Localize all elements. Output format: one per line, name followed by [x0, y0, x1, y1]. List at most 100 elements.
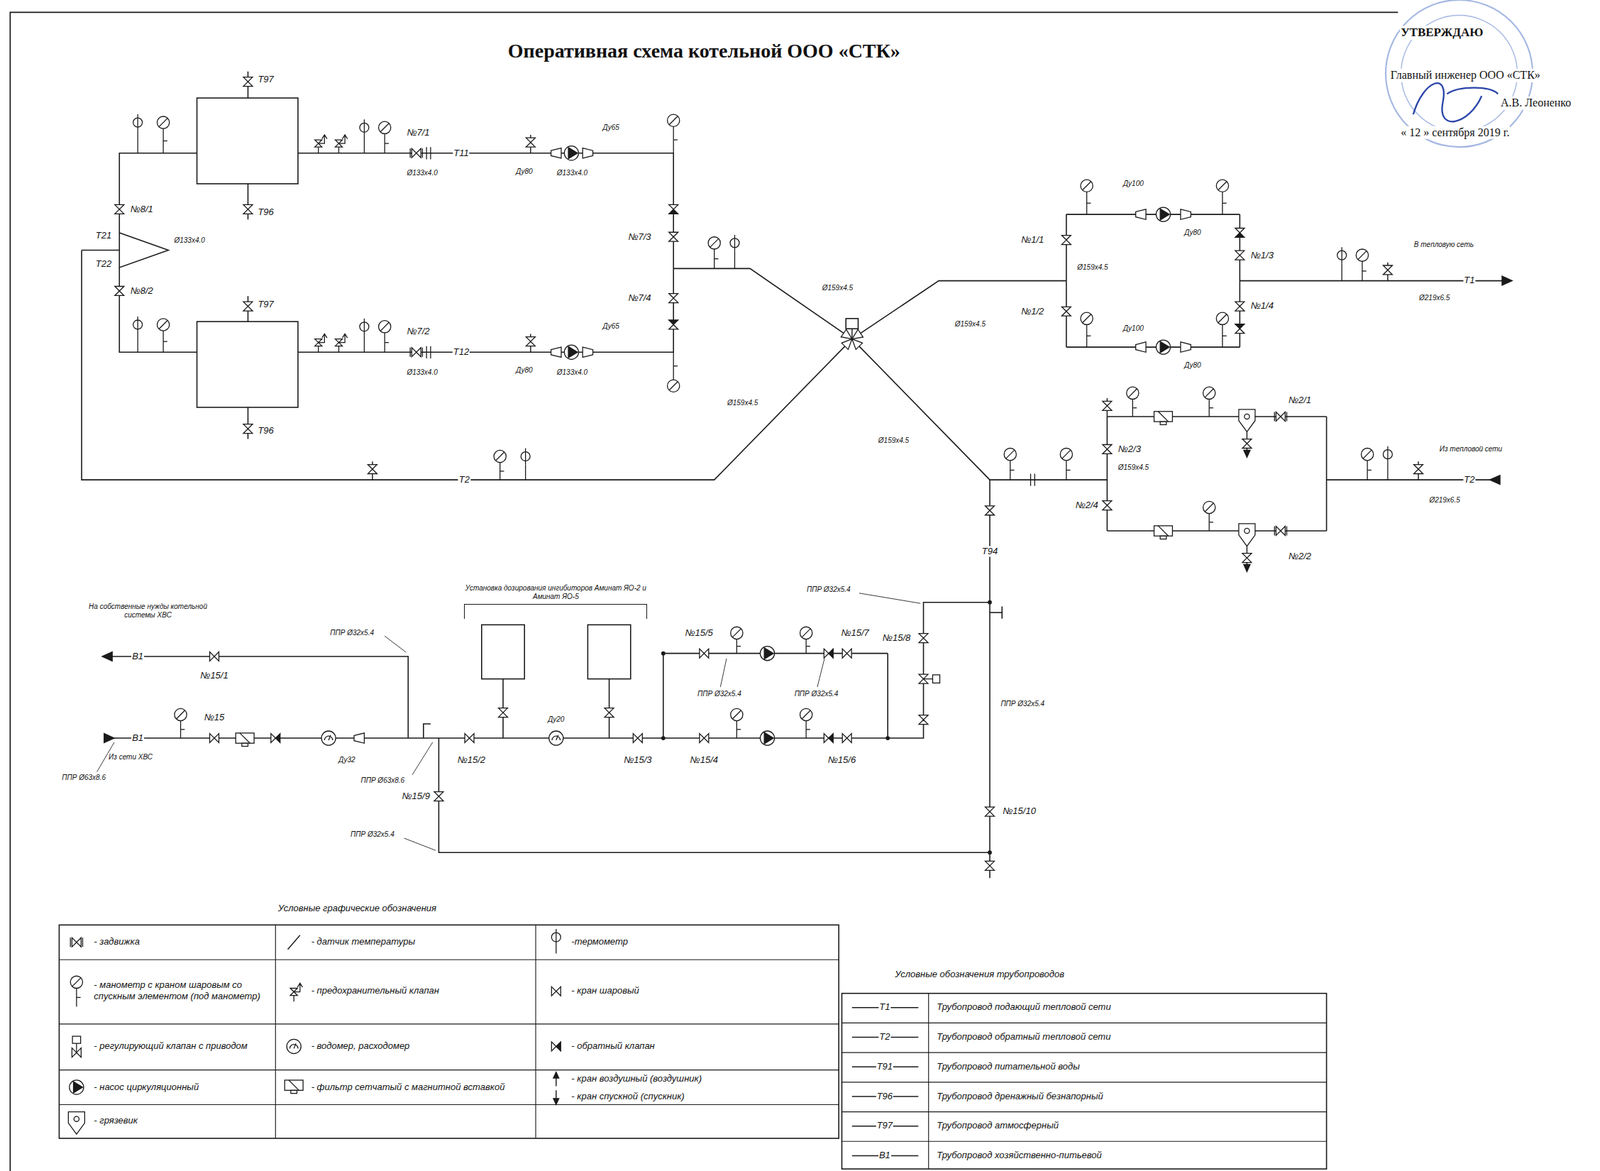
- check-valve: [823, 648, 833, 658]
- ball-valve: [669, 293, 679, 303]
- circulation-pump: [759, 646, 775, 661]
- pipe-line: [1106, 530, 1327, 532]
- valve-number: №1/2: [1020, 305, 1045, 317]
- ball-valve: [918, 633, 929, 643]
- thermometer: [133, 114, 143, 154]
- pipe-code: Т97: [256, 74, 274, 86]
- ball-valve: [1102, 444, 1112, 454]
- thermometer: [551, 928, 561, 954]
- circulation-pump: [564, 344, 579, 360]
- leader-line: [384, 635, 406, 653]
- check-valve: [669, 204, 679, 214]
- pipe-size: ППР Ø32х5.4: [329, 628, 375, 638]
- pipe-line: [371, 461, 373, 465]
- note: На собственные нужды котельной системы Х…: [85, 602, 211, 619]
- pressure-gauge: [493, 449, 506, 480]
- valve-number: №1/3: [1250, 249, 1275, 261]
- legend-text: - манометр с краном шаровым со спускным …: [93, 979, 269, 1002]
- ball-valve: [1235, 250, 1245, 260]
- pipe-code: Т96: [256, 207, 274, 218]
- valve-actuator: [845, 318, 858, 329]
- pipe-size: Ду65: [602, 322, 621, 331]
- leader-line: [859, 593, 921, 604]
- pipe-line: [852, 280, 1067, 340]
- pipe-size: Ду20: [547, 715, 565, 724]
- valve-number: №15/10: [1001, 806, 1037, 817]
- ball-valve: [243, 424, 253, 434]
- pipe-line: [298, 268, 674, 352]
- pipe-size: Ø133х4.0: [173, 236, 206, 246]
- ball-valve: [1061, 235, 1071, 245]
- ball-valve: [918, 715, 929, 725]
- ball-valve: [210, 652, 220, 662]
- pipe-size: ППР Ø63х8.6: [61, 773, 107, 782]
- ball-valve: [1102, 500, 1112, 511]
- mesh-filter: [284, 1079, 303, 1094]
- pipe-line: [1246, 546, 1248, 554]
- pipe-line: [662, 653, 665, 738]
- table-rule: [841, 1081, 1327, 1083]
- thermometer: [730, 234, 740, 269]
- thermometer: [1382, 446, 1393, 480]
- pipe-line: [989, 611, 1002, 614]
- flow-arrow: [1243, 564, 1251, 572]
- pipe-code: Т2: [458, 473, 471, 485]
- legend-code: Т91: [876, 1060, 894, 1072]
- pipe-flange: [426, 146, 431, 159]
- pressure-gauge: [730, 626, 743, 653]
- pipe-line: [81, 249, 853, 480]
- legend-heading: Условные обозначения трубопроводов: [894, 969, 1066, 980]
- check-valve: [823, 733, 833, 743]
- mud-trap: [1238, 409, 1256, 433]
- ball-valve: [525, 337, 535, 347]
- legend-text: Трубопровод атмосферный: [936, 1119, 1320, 1131]
- pipe-size: Ø159х4.5: [726, 398, 759, 408]
- pressure-gauge: [667, 114, 680, 154]
- ball-valve: [1061, 306, 1071, 316]
- pipe-line: [1106, 398, 1108, 401]
- pipe-line: [555, 1089, 557, 1099]
- table-rule: [841, 1140, 1327, 1142]
- ball-valve: [842, 648, 852, 658]
- pipe-line: [1106, 415, 1327, 418]
- table-rule: [58, 1104, 839, 1105]
- stamp-text: Главный инженер ООО «СТК»: [1389, 68, 1542, 82]
- check-valve: [271, 733, 281, 743]
- circulation-pump: [1155, 339, 1171, 355]
- ball-valve: [604, 708, 614, 718]
- pipe-code: В1: [131, 732, 145, 743]
- ball-valve: [985, 806, 995, 816]
- pipe-code: Т96: [256, 425, 274, 436]
- valve-number: №15/1: [199, 670, 229, 682]
- valve-number: №15/5: [683, 627, 714, 638]
- legend-text: - кран воздушный (воздушник): [571, 1072, 832, 1085]
- pipe-size: Ду80: [515, 366, 533, 375]
- ball-valve: [985, 505, 995, 516]
- pipe-size: ППР Ø32х5.4: [806, 585, 852, 594]
- pipe-line: [371, 473, 373, 480]
- pipe-line: [530, 134, 531, 138]
- dosing-tank: [481, 624, 525, 679]
- pipe-reducer: [551, 148, 562, 159]
- flow-arrow: [1490, 475, 1500, 485]
- pipe-line: [1417, 461, 1419, 465]
- leader-line: [412, 742, 433, 775]
- pipe-line: [119, 153, 197, 233]
- thermometer: [1337, 246, 1347, 281]
- pipe-reducer: [582, 148, 593, 159]
- pipe-reducer: [1180, 341, 1191, 352]
- pipe-code: Т21: [95, 230, 113, 242]
- pressure-gauge: [378, 121, 391, 154]
- pressure-gauge: [730, 708, 743, 738]
- pipe-line: [1066, 346, 1240, 348]
- pipe-line: [1001, 605, 1003, 619]
- ball-valve: [551, 986, 561, 996]
- pipe-code: Т1: [1463, 275, 1476, 286]
- pipe-code: Т97: [256, 298, 274, 310]
- valve-number: №15/7: [840, 627, 870, 638]
- unit-heading: Установка дозирования ингибиторов Аминат…: [464, 583, 647, 601]
- valve-number: №15/4: [689, 754, 719, 766]
- circulation-pump: [1155, 207, 1171, 222]
- pipe-size: ППР Ø32х5.4: [999, 700, 1046, 709]
- valve-number: №15/6: [827, 754, 857, 766]
